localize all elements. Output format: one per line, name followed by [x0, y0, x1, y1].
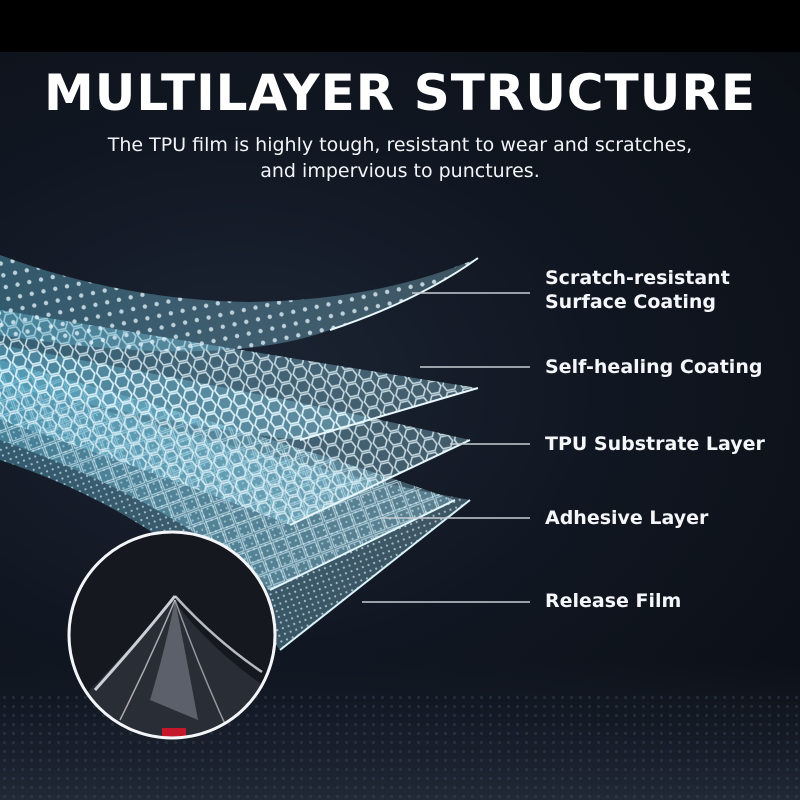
- label-tpu-substrate-layer: TPU Substrate Layer: [545, 432, 765, 456]
- label-1-line-2: Surface Coating: [545, 291, 716, 313]
- label-4-line-1: Adhesive Layer: [545, 507, 709, 529]
- fingertip-red-marker: [162, 728, 186, 738]
- peel-closeup-inset: [67, 530, 277, 740]
- top-black-bar: [0, 0, 800, 52]
- label-release-film: Release Film: [545, 589, 681, 613]
- scratch-resistant-surface-layer: [0, 255, 479, 352]
- label-1-line-1: Scratch-resistant: [545, 267, 730, 289]
- label-3-line-1: TPU Substrate Layer: [545, 433, 765, 455]
- label-self-healing-coating: Self-healing Coating: [545, 355, 762, 379]
- subtitle-line-2: and impervious to punctures.: [260, 160, 540, 182]
- label-adhesive-layer: Adhesive Layer: [545, 506, 708, 530]
- page-title: MULTILAYER STRUCTURE: [44, 64, 756, 122]
- label-scratch-resistant-surface-coating: Scratch-resistant Surface Coating: [545, 266, 730, 314]
- subtitle-line-1: The TPU film is highly tough, resistant …: [107, 134, 693, 156]
- label-5-line-1: Release Film: [545, 590, 682, 612]
- label-2-line-1: Self-healing Coating: [545, 356, 763, 378]
- subtitle: The TPU film is highly tough, resistant …: [60, 132, 740, 184]
